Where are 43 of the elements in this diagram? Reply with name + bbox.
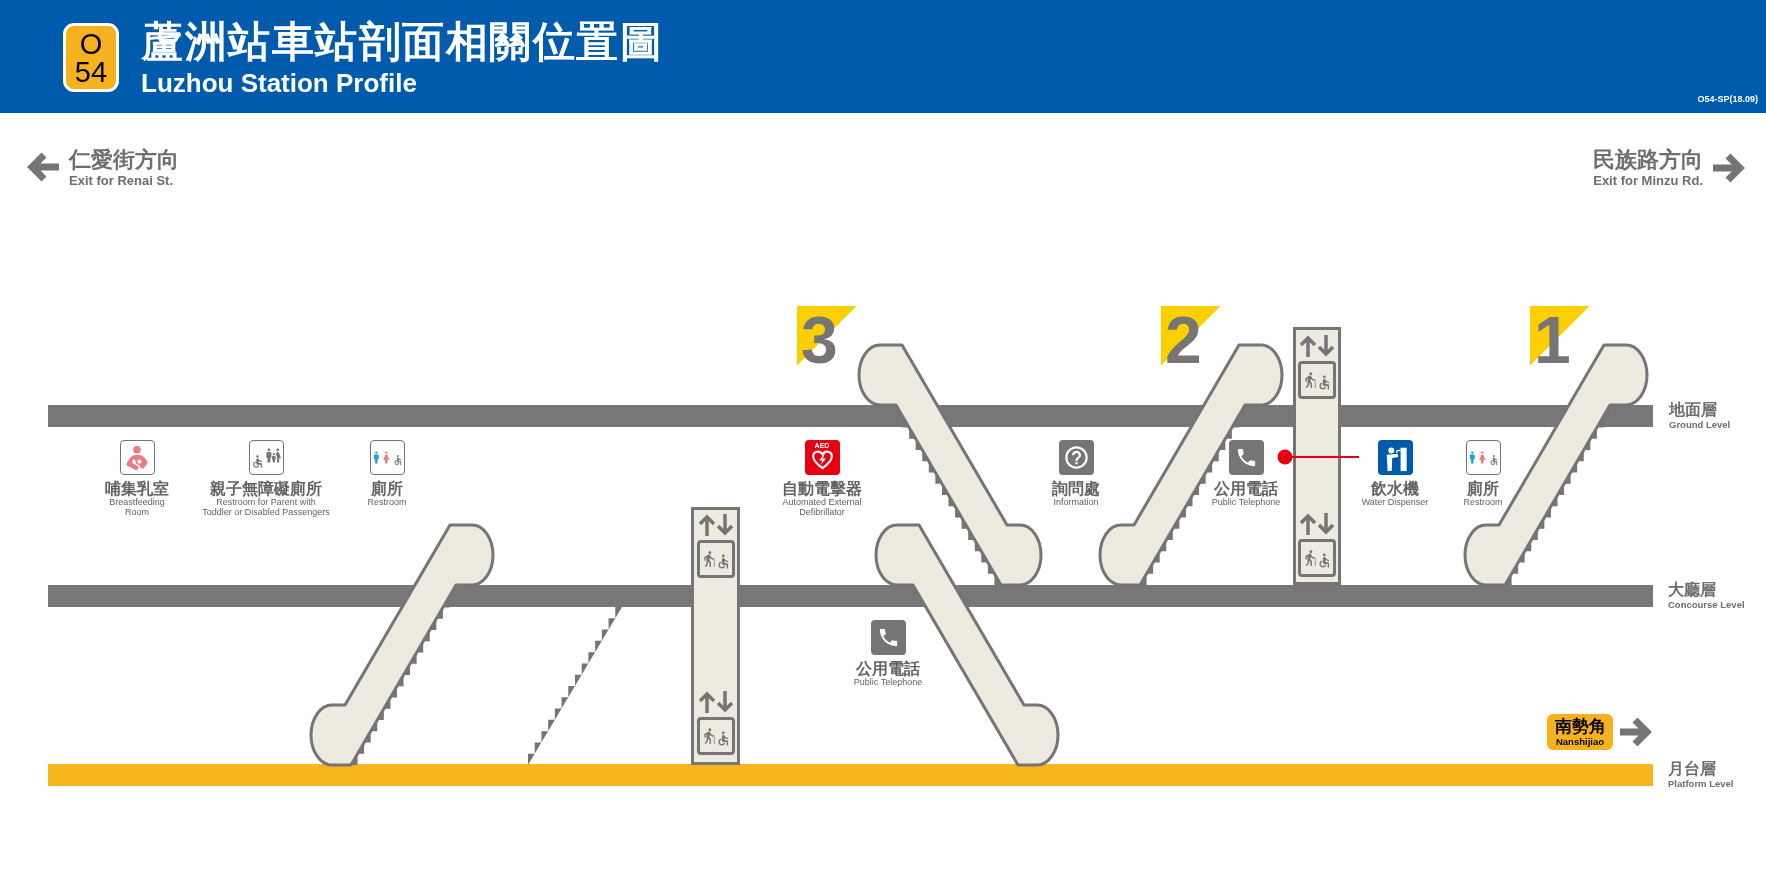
facility-name-english: Public Telephone [1211, 498, 1281, 508]
level-name: 大廳層 [1668, 581, 1717, 599]
staircase [528, 607, 622, 765]
facility-name: 親子無障礙廁所 [210, 479, 322, 498]
platform-slab [48, 764, 1653, 786]
facility-name: 飲水機 [1371, 479, 1419, 498]
document-code: O54-SP(18.09) [1697, 94, 1758, 105]
facility-name-english: Restroom for Parent with Toddler or Disabled Passengers [201, 498, 331, 517]
facility-name-english: Breastfeeding Room [108, 498, 166, 517]
station-code-badge [63, 23, 119, 92]
facility-name-english: Information [1053, 498, 1099, 508]
facility-name: 廁所 [1467, 479, 1499, 498]
facility-name-english: Restroom [1463, 498, 1503, 508]
facility-name-english: Public Telephone [853, 678, 923, 688]
leader-line [1277, 449, 1360, 465]
facility-name: 詢問處 [1052, 479, 1100, 498]
destination-name: 南勢角 [1554, 717, 1606, 736]
title: 蘆洲站車站剖面相關位置圖 [141, 19, 663, 65]
subtitle: Luzhou Station Profile [141, 68, 417, 98]
facility-name: 公用電話 [856, 659, 920, 678]
escalator [309, 523, 495, 767]
facility-name: 哺集乳室 [105, 479, 169, 498]
direction-label: 民族路方向 [1593, 148, 1703, 172]
facility-name: 自動電擊器 [782, 479, 862, 498]
level-name: 月台層 [1668, 760, 1717, 778]
level-name-english: Concourse Level [1668, 599, 1745, 610]
level-name: 地面層 [1669, 401, 1718, 419]
facility-name-english: Water Dispenser [1361, 498, 1429, 508]
floor-slab [48, 585, 1653, 607]
destination-badge [1547, 714, 1613, 750]
destination-name-english: Nanshijiao [1555, 736, 1604, 747]
line-code: O [79, 29, 103, 58]
level-name-english: Ground Level [1669, 419, 1731, 430]
facility-name-english: Automated External Defibrillator [781, 498, 863, 517]
exit-number: 1 [1534, 314, 1571, 366]
facility-name: 公用電話 [1214, 479, 1278, 498]
direction-label: 仁愛街方向 [69, 148, 179, 172]
facility-name: 廁所 [371, 479, 403, 498]
facility-name-english: Restroom [367, 498, 407, 508]
level-name-english: Platform Level [1668, 778, 1734, 789]
direction-label-english: Exit for Minzu Rd. [1593, 173, 1703, 188]
station-number: 54 [74, 57, 108, 86]
direction-label-english: Exit for Renai St. [69, 173, 174, 188]
